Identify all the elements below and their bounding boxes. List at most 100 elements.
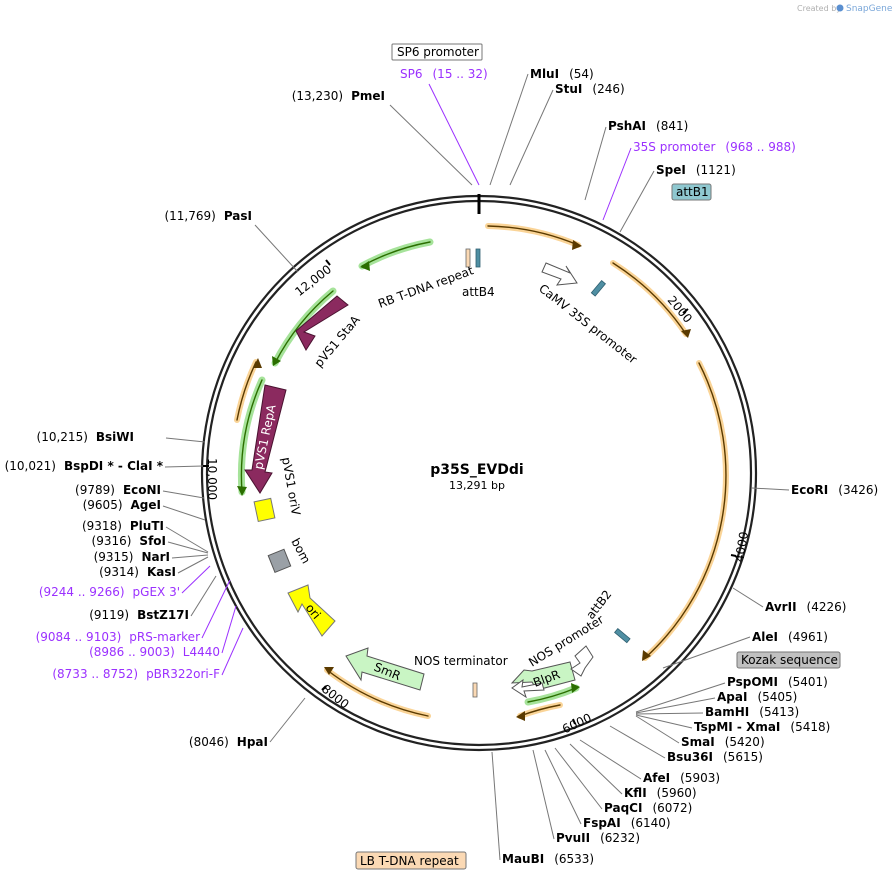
leader-line-5: [751, 487, 790, 491]
site-label: PmeI(13,230): [292, 89, 385, 103]
site-label: pRS-marker(9084 .. 9103): [36, 630, 200, 644]
site-position: (8046): [189, 735, 229, 749]
lb-tdna-repeat-box: [355, 851, 467, 870]
leader-line-19: [491, 751, 501, 861]
site-name: KasI: [147, 565, 176, 579]
orf-arc-3: [642, 360, 729, 661]
orf-arc-3-line: [644, 362, 727, 659]
arrowhead-5: [324, 667, 334, 675]
site-name: PaqCI: [604, 801, 642, 815]
leader-line-23: [201, 579, 231, 639]
smr-arrow: [345, 647, 425, 691]
site-name: SfoI: [139, 534, 166, 548]
snapgene-logo-icon: [836, 4, 844, 12]
site-name: L4440: [183, 645, 220, 659]
leader-line-8: [635, 682, 726, 713]
label-rb-tdna-repeat: RB T-DNA repeat: [376, 263, 475, 311]
site-position: (5420): [725, 735, 765, 749]
site-label: PasI (11,769): [164, 209, 252, 223]
ori-arrow: [287, 584, 336, 637]
tick-label-10000: 10,000: [205, 458, 219, 500]
site-name: AvrII: [765, 600, 797, 614]
nos-terminator-arrow: [511, 678, 545, 699]
arc-arrowheads: [237, 240, 691, 721]
site-position: (9084 .. 9103): [36, 630, 122, 644]
site-label: L4440 (8986 .. 9003): [89, 645, 220, 659]
kozak-sequence-box: [736, 651, 841, 669]
site-position: (4961): [788, 630, 828, 644]
leader-line-20: [269, 697, 306, 743]
watermark-prefix: Created by: [797, 4, 841, 13]
arrowhead-1: [572, 240, 582, 250]
site-position: (246): [592, 82, 624, 96]
site-position: (13,230): [292, 89, 343, 103]
site-position: (5903): [680, 771, 720, 785]
site-position: (968 .. 988): [725, 140, 795, 154]
site-label: KflI (5960): [624, 786, 697, 800]
site-label: AvrII(4226): [765, 600, 846, 614]
leader-line-32: [164, 465, 204, 468]
attb1-mark: [590, 280, 607, 297]
arrowhead-3: [642, 650, 651, 661]
site-name: FspAI: [583, 816, 621, 830]
arrowhead-4: [516, 711, 525, 721]
plasmid-name: p35S_EVDdi: [430, 462, 523, 478]
site-name: PasI: [224, 209, 252, 223]
site-label: MluI(54): [530, 67, 594, 81]
arrowhead-9: [237, 486, 247, 496]
site-label: pGEX 3'(9244 .. 9266): [39, 585, 180, 599]
orf-arcs: [234, 223, 729, 719]
arrowhead-8: [272, 356, 281, 366]
site-label: PspOMI(5401): [727, 675, 828, 689]
site-name: Bsu36I: [667, 750, 713, 764]
leader-lines: [162, 73, 790, 861]
site-name: SpeI: [656, 163, 686, 177]
site-label: PluTI(9318): [82, 519, 164, 533]
site-label: MauBI(6533): [502, 852, 594, 866]
site-name: TspMI - XmaI: [694, 720, 780, 734]
site-label: SpeI(1121): [656, 163, 736, 177]
arrowhead-10: [571, 683, 580, 693]
sp6-promoter-box: [391, 43, 483, 61]
leader-line-22: [221, 605, 237, 654]
site-name: AfeI: [643, 771, 670, 785]
site-label: KasI(9314): [99, 565, 176, 579]
site-position: (11,769): [164, 209, 215, 223]
site-name: PshAI: [608, 119, 646, 133]
label-attb4: attB4: [462, 285, 495, 299]
kozak-sequence-label: Kozak sequence: [741, 653, 838, 667]
site-name: SmaI: [681, 735, 715, 749]
leader-line-11: [635, 714, 693, 729]
site-position: (9605): [83, 498, 123, 512]
site-position: (9318): [82, 519, 122, 533]
attb4-mark: [475, 248, 481, 268]
site-position: (8986 .. 9003): [89, 645, 175, 659]
site-label: SP6(15 .. 32): [400, 67, 488, 81]
tick-8000: [321, 685, 327, 691]
site-name: HpaI: [237, 735, 268, 749]
leader-line-12: [635, 715, 680, 744]
label-bom: bom: [288, 536, 313, 566]
leader-line-13: [609, 725, 666, 759]
site-name: PspOMI: [727, 675, 778, 689]
leader-line-6: [732, 587, 764, 608]
leader-line-36: [428, 83, 480, 186]
site-label: NarI(9315): [94, 550, 170, 564]
site-position: (8733 .. 8752): [52, 667, 138, 681]
green-arc-1: [358, 238, 434, 270]
site-name: NarI: [141, 550, 170, 564]
site-label: PvuII(6232): [556, 831, 640, 845]
site-name: KflI: [624, 786, 647, 800]
site-label: BamHI(5413): [705, 705, 799, 719]
pvs1-repa-arrow: [244, 384, 287, 494]
site-position: (5413): [759, 705, 799, 719]
site-name: PvuII: [556, 831, 590, 845]
label-pvs1-repa: pVS1 RepA: [251, 402, 279, 470]
leader-line-2: [584, 126, 607, 201]
arrowhead-2: [681, 329, 691, 338]
site-position: (6533): [554, 852, 594, 866]
site-position: (5960): [657, 786, 697, 800]
site-label: TspMI - XmaI(5418): [694, 720, 830, 734]
arrowhead-6: [253, 358, 262, 368]
leader-line-18: [532, 749, 555, 840]
